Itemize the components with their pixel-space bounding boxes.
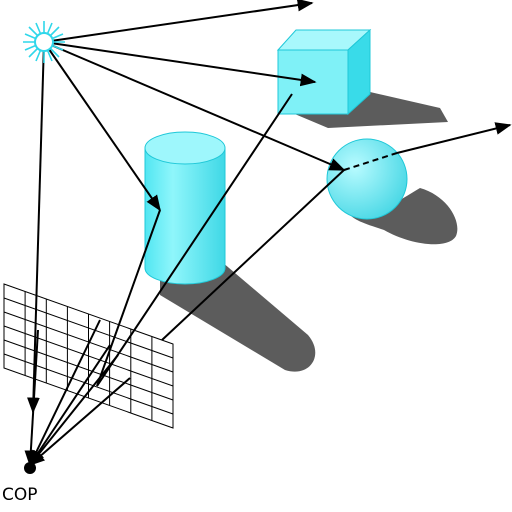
cube bbox=[276, 28, 372, 116]
sphere-shadow bbox=[348, 188, 458, 245]
ray-light-sphere bbox=[43, 41, 346, 171]
light-source-icon bbox=[23, 21, 65, 63]
cylinder bbox=[144, 131, 226, 285]
cop-label: COP bbox=[2, 485, 38, 505]
cylinder-top bbox=[144, 131, 226, 165]
ray-grid-cop-5 bbox=[28, 377, 131, 467]
ray-cube-to-plane bbox=[96, 93, 293, 387]
ray-grid-cop-1 bbox=[24, 329, 39, 467]
ray-grid-cop-4 bbox=[29, 354, 119, 467]
ray-sphere-to-plane bbox=[161, 169, 345, 341]
cube-shadow bbox=[290, 92, 448, 128]
cylinder-body bbox=[144, 147, 226, 285]
image-plane-grid bbox=[3, 283, 174, 429]
cylinder-shadow bbox=[160, 262, 316, 372]
ray-light-cube bbox=[43, 41, 317, 87]
sphere bbox=[326, 138, 408, 220]
ray-grid-cop-3 bbox=[29, 344, 111, 467]
shadows bbox=[160, 92, 458, 372]
ray-light-cylinder bbox=[43, 41, 161, 212]
cube-side bbox=[347, 28, 371, 116]
ray-grid-cop-2 bbox=[29, 319, 101, 467]
ray-light-top bbox=[43, 0, 314, 43]
rays bbox=[24, 0, 512, 467]
ray-cylinder-to-plane bbox=[96, 209, 161, 387]
center-of-projection bbox=[24, 462, 36, 474]
ray-sphere-exit bbox=[396, 122, 512, 154]
ray-light-down bbox=[27, 41, 45, 414]
